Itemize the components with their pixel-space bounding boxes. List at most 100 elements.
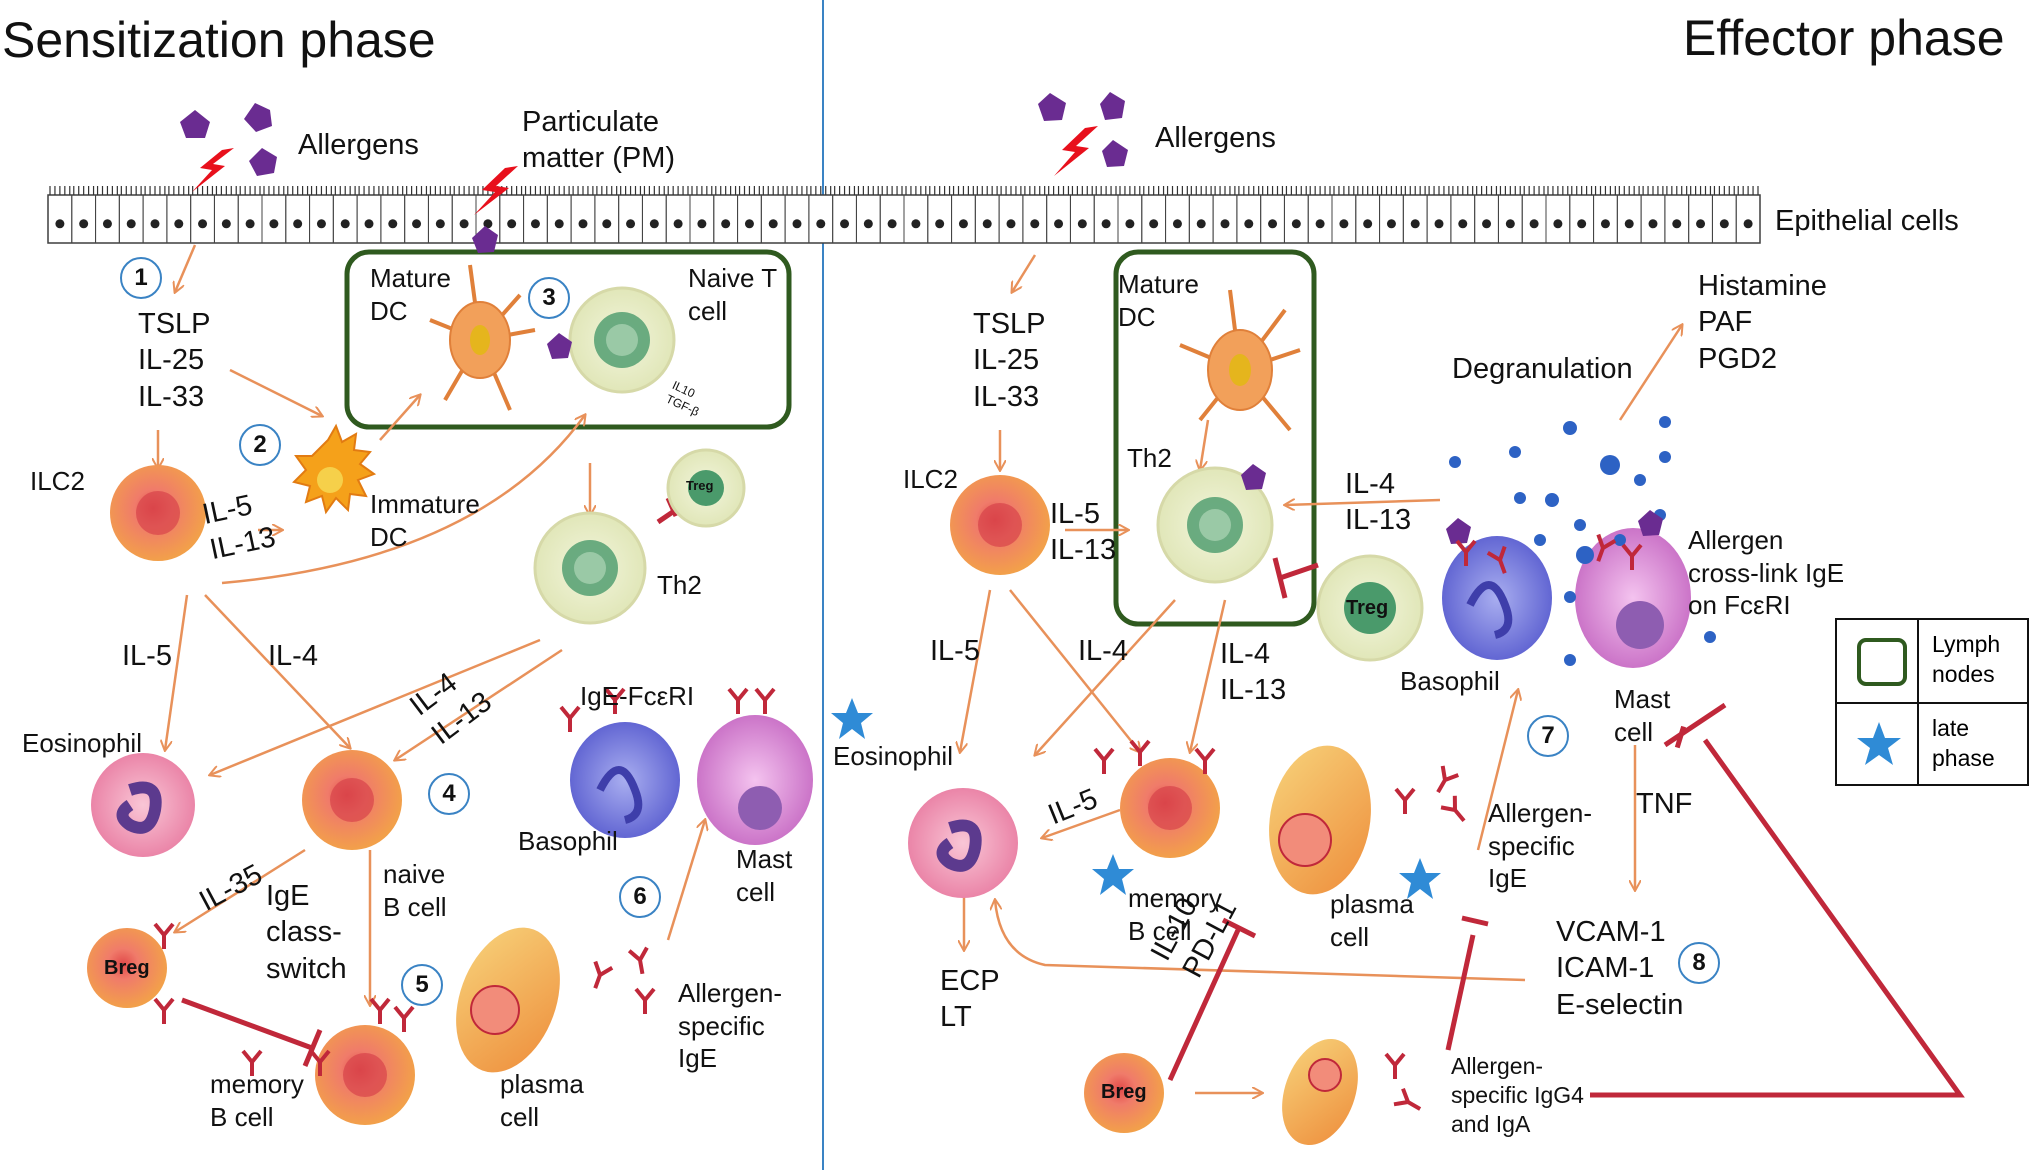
- epithelial-nucleus: [1624, 219, 1634, 229]
- ige-fceri-label: IgE-FcεRI: [580, 681, 695, 711]
- allergen-ige-label-left: Allergen- specific IgE: [678, 978, 783, 1073]
- epithelial-nucleus: [1458, 219, 1468, 229]
- epithelial-nucleus: [507, 219, 517, 229]
- antibody-y-shape: [241, 1049, 263, 1076]
- epithelial-cilia: [1594, 186, 1616, 195]
- epithelial-cilia: [334, 186, 356, 195]
- epithelial-cilia: [1713, 186, 1735, 195]
- epithelial-cilia: [1024, 186, 1046, 195]
- th2-label-left: Th2: [657, 570, 702, 600]
- epithelial-cilia: [1262, 186, 1284, 195]
- epithelial-cilia: [1214, 186, 1236, 195]
- epithelial-cilia: [1642, 186, 1664, 195]
- epithelial-nucleus: [198, 219, 208, 229]
- step-1-badge: 1: [120, 257, 162, 299]
- step-2-badge: 2: [239, 424, 281, 466]
- epithelial-nucleus: [79, 219, 89, 229]
- breg-cell-left: [87, 928, 167, 1008]
- epithelial-cilia: [667, 186, 689, 195]
- antibody-y-shape: [1621, 543, 1643, 570]
- epithelial-nucleus: [1672, 219, 1682, 229]
- epithelial-cilia: [1737, 186, 1759, 195]
- epithelial-cilia: [120, 186, 142, 195]
- epithelial-cilia: [905, 186, 927, 195]
- effector-arrows: [960, 254, 1682, 1093]
- memory-b-cell-label-right: memory B cell: [1128, 883, 1222, 946]
- epithelial-cilia: [596, 186, 618, 195]
- allergen-crosslink-label: Allergen cross-link IgE on FcεRI: [1688, 525, 1845, 620]
- epithelial-cilia: [976, 186, 998, 195]
- antibody-y-shape: [1486, 545, 1507, 574]
- allergen-ige-label-right: Allergen- specific IgE: [1488, 798, 1593, 893]
- treg-label-small: Treg: [686, 478, 714, 493]
- ilc2-cell-right: [950, 475, 1050, 575]
- antibody-y-shape: [1455, 539, 1477, 566]
- allergens-label-left: Allergens: [298, 129, 419, 161]
- epithelial-nucleus: [721, 219, 731, 229]
- epithelial-cilia: [810, 186, 832, 195]
- epithelial-cilia: [1357, 186, 1379, 195]
- eosinophil-label-left: Eosinophil: [22, 728, 142, 758]
- particulate-matter-label: Particulate matter (PM): [522, 106, 676, 175]
- epithelial-cilia: [358, 186, 380, 195]
- allergens-label-right: Allergens: [1155, 122, 1276, 154]
- epithelial-nucleus: [1410, 219, 1420, 229]
- antibodies: [153, 533, 1643, 1111]
- epithelial-nucleus: [1363, 219, 1373, 229]
- epithelial-nucleus: [388, 219, 398, 229]
- epithelial-cilia: [1499, 186, 1521, 195]
- epithelial-nucleus: [1006, 219, 1016, 229]
- lymph-node-box-left: [344, 249, 792, 430]
- epithelial-nucleus: [1268, 219, 1278, 229]
- ecp-lt-label: ECP LT: [940, 965, 1000, 1034]
- lightning-bolts: [192, 126, 1098, 215]
- epithelial-cilia: [1190, 186, 1212, 195]
- breg-cell-right: [1084, 1053, 1164, 1133]
- plasma-cell-label-right: plasma cell: [1330, 889, 1414, 952]
- epithelial-cilia: [1238, 186, 1260, 195]
- epithelial-nucleus: [459, 219, 469, 229]
- antibody-y-shape: [1436, 765, 1460, 794]
- epithelial-cilia: [1309, 186, 1331, 195]
- mature-dc-label-right: Mature DC: [1118, 269, 1199, 332]
- mediators-label: Histamine PAF PGD2: [1698, 270, 1827, 375]
- epithelial-nucleus: [1125, 219, 1135, 229]
- antibody-y-shape: [1393, 1087, 1422, 1111]
- epithelial-cilia: [73, 186, 95, 195]
- il5-il13-label-right: IL-5 IL-13: [1050, 498, 1117, 567]
- epithelial-nucleus: [1553, 219, 1563, 229]
- epithelial-nucleus: [316, 219, 326, 229]
- epithelial-nucleus: [1149, 219, 1159, 229]
- inhibition-lines: [181, 496, 1965, 1098]
- antibody-y-shape: [634, 987, 656, 1014]
- epithelial-nucleus: [126, 219, 136, 229]
- antibody-y-shape: [593, 960, 614, 989]
- epithelial-cilia: [738, 186, 760, 195]
- epithelial-nucleus: [1696, 219, 1706, 229]
- epithelial-nucleus: [697, 219, 707, 229]
- epithelial-cilia: [1380, 186, 1402, 195]
- th2-cell-left: [533, 511, 647, 625]
- antibody-y-shape: [1129, 739, 1151, 766]
- epithelial-nucleus: [602, 219, 612, 229]
- epithelial-cilia: [548, 186, 570, 195]
- epithelial-cilia: [1071, 186, 1093, 195]
- epithelial-cilia: [1666, 186, 1688, 195]
- epithelial-nucleus: [435, 219, 445, 229]
- epithelial-nucleus: [245, 219, 255, 229]
- adhesion-molecules-label: VCAM-1 ICAM-1 E-selectin: [1556, 916, 1684, 1021]
- epithelial-nucleus: [1054, 219, 1064, 229]
- sensitization-title: Sensitization phase: [2, 12, 436, 68]
- step-3-badge: 3: [528, 277, 570, 319]
- epithelial-nucleus: [1077, 219, 1087, 229]
- igg4-iga-label: Allergen- specific IgG4 and IgA: [1451, 1053, 1584, 1137]
- granules: [1449, 416, 1716, 666]
- epithelial-cilia: [1048, 186, 1070, 195]
- epithelial-cilia: [1690, 186, 1712, 195]
- epithelial-cilia: [144, 186, 166, 195]
- epithelial-nucleus: [412, 219, 422, 229]
- step-7-badge: 7: [1527, 715, 1569, 757]
- epithelial-nucleus: [578, 219, 588, 229]
- epithelial-nucleus: [840, 219, 850, 229]
- memory-b-cell-right: [1120, 758, 1220, 858]
